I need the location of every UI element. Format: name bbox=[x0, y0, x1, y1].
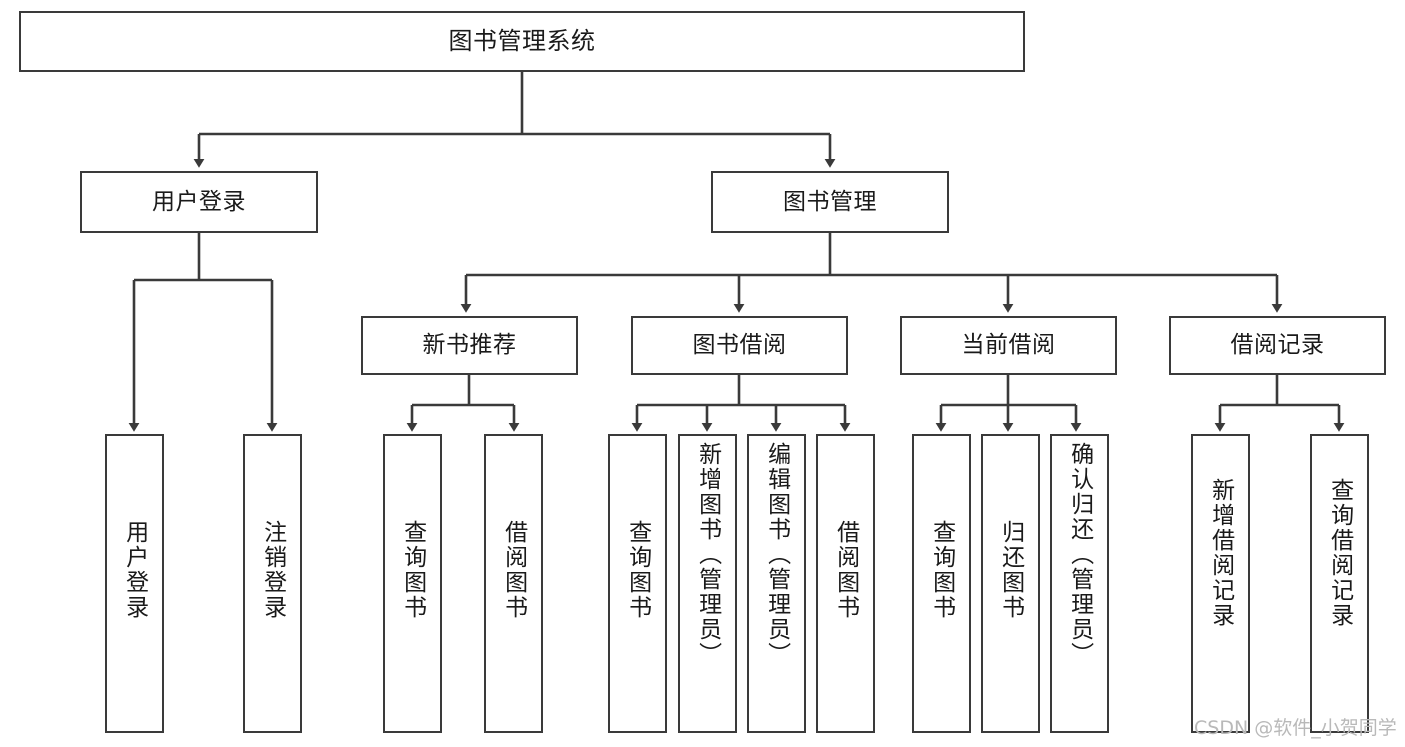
node-current-borrow[interactable]: 当前借阅 bbox=[900, 316, 1117, 375]
node-current-borrow-label: 当前借阅 bbox=[961, 332, 1056, 359]
node-book-borrow[interactable]: 图书借阅 bbox=[631, 316, 848, 375]
node-leaf-query-book-1-label: 查询图书 bbox=[399, 520, 426, 620]
node-leaf-query-book-2-label: 查询图书 bbox=[624, 520, 651, 620]
node-leaf-add-book-label: 新增图书（管理员） bbox=[694, 442, 721, 667]
node-leaf-query-book-2[interactable]: 查询图书 bbox=[608, 434, 667, 733]
node-leaf-borrow-book-2-label: 借阅图书 bbox=[832, 520, 859, 620]
node-new-book-recommend[interactable]: 新书推荐 bbox=[361, 316, 578, 375]
csdn-watermark: CSDN @软件_小贺同学 bbox=[1194, 717, 1397, 739]
node-user-login[interactable]: 用户登录 bbox=[80, 171, 318, 233]
node-leaf-edit-book-label: 编辑图书（管理员） bbox=[763, 442, 790, 667]
node-root[interactable]: 图书管理系统 bbox=[19, 11, 1025, 72]
node-leaf-return-book[interactable]: 归还图书 bbox=[981, 434, 1040, 733]
node-user-login-label: 用户登录 bbox=[152, 188, 246, 215]
node-leaf-user-login-label: 用户登录 bbox=[121, 520, 148, 620]
node-leaf-logout-login-label: 注销登录 bbox=[259, 520, 286, 620]
node-leaf-add-book[interactable]: 新增图书（管理员） bbox=[678, 434, 737, 733]
node-leaf-borrow-book-1-label: 借阅图书 bbox=[500, 520, 527, 620]
node-leaf-query-book-3-label: 查询图书 bbox=[928, 520, 955, 620]
node-new-book-recommend-label: 新书推荐 bbox=[422, 332, 517, 359]
node-leaf-query-record-label: 查询借阅记录 bbox=[1326, 478, 1353, 628]
node-leaf-query-record[interactable]: 查询借阅记录 bbox=[1310, 434, 1369, 733]
node-leaf-return-book-label: 归还图书 bbox=[997, 520, 1024, 620]
node-leaf-add-record-label: 新增借阅记录 bbox=[1207, 478, 1234, 628]
node-leaf-add-record[interactable]: 新增借阅记录 bbox=[1191, 434, 1250, 733]
node-leaf-user-login[interactable]: 用户登录 bbox=[105, 434, 164, 733]
node-root-label: 图书管理系统 bbox=[448, 26, 596, 55]
node-book-management-label: 图书管理 bbox=[783, 188, 877, 215]
node-leaf-borrow-book-1[interactable]: 借阅图书 bbox=[484, 434, 543, 733]
node-leaf-logout-login[interactable]: 注销登录 bbox=[243, 434, 302, 733]
node-leaf-confirm-return-label: 确认归还（管理员） bbox=[1066, 442, 1093, 667]
node-book-management[interactable]: 图书管理 bbox=[711, 171, 949, 233]
node-book-borrow-label: 图书借阅 bbox=[692, 332, 787, 359]
node-leaf-query-book-3[interactable]: 查询图书 bbox=[912, 434, 971, 733]
node-borrow-record[interactable]: 借阅记录 bbox=[1169, 316, 1386, 375]
node-borrow-record-label: 借阅记录 bbox=[1230, 332, 1325, 359]
node-leaf-confirm-return[interactable]: 确认归还（管理员） bbox=[1050, 434, 1109, 733]
node-leaf-edit-book[interactable]: 编辑图书（管理员） bbox=[747, 434, 806, 733]
node-leaf-borrow-book-2[interactable]: 借阅图书 bbox=[816, 434, 875, 733]
node-leaf-query-book-1[interactable]: 查询图书 bbox=[383, 434, 442, 733]
